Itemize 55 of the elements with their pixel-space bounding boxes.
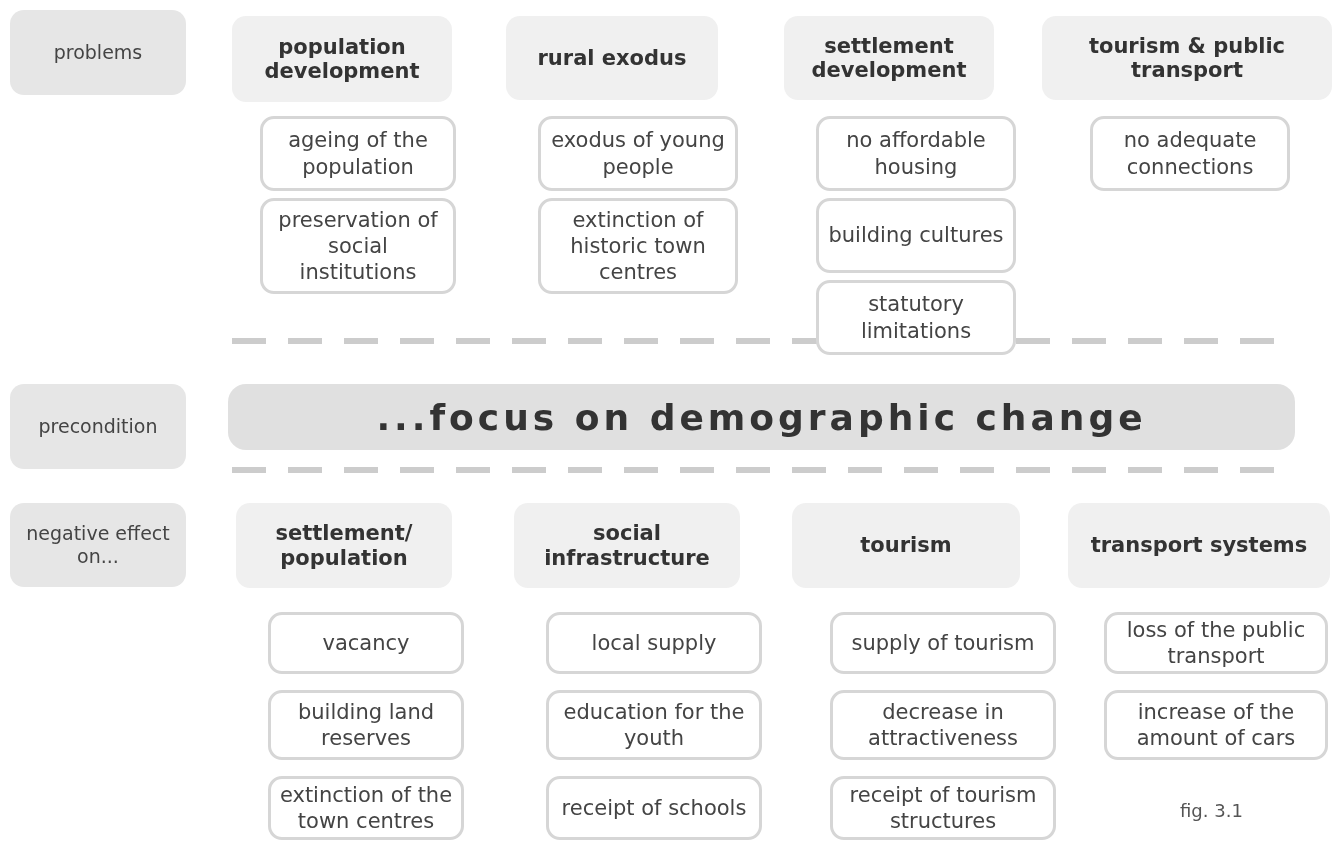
box-label: settlement/ population <box>274 521 414 570</box>
box-label: building cultures <box>828 222 1004 249</box>
item-box <box>1090 116 1290 191</box>
box-label: preservation of social institutions <box>277 206 439 286</box>
item-box <box>546 612 762 674</box>
item-box <box>260 116 456 191</box>
box-label: local supply <box>591 629 717 657</box>
box-label: education for the youth <box>562 698 746 752</box>
box-label: loss of the public transport <box>1125 616 1307 670</box>
item-box <box>830 690 1056 760</box>
box-label: extinction of historic town centres <box>569 206 707 286</box>
box-label: receipt of tourism structures <box>848 781 1038 835</box>
item-box <box>830 612 1056 674</box>
item-box <box>830 776 1056 840</box>
box-label: negative effect on... <box>25 522 171 568</box>
item-box <box>268 612 464 674</box>
item-box <box>1104 690 1328 760</box>
item-box <box>816 280 1016 355</box>
box-label: population development <box>263 34 421 84</box>
item-box <box>268 776 464 840</box>
item-box <box>538 198 738 294</box>
row-label-box <box>10 10 186 95</box>
box-label: vacancy <box>322 629 410 657</box>
row-label-box <box>10 503 186 587</box>
box-label: problems <box>53 41 143 64</box>
box-label: rural exodus <box>537 45 687 71</box>
row-label-box <box>10 384 186 469</box>
box-label: exodus of young people <box>550 127 726 180</box>
item-box <box>1104 612 1328 674</box>
box-label: ...focus on demographic change <box>376 396 1147 438</box>
box-label: tourism & public transport <box>1087 33 1287 83</box>
box-label: supply of tourism <box>851 629 1035 657</box>
item-box <box>260 198 456 294</box>
box-label: settlement development <box>810 33 968 83</box>
box-label: decrease in attractiveness <box>867 698 1019 752</box>
item-box <box>546 690 762 760</box>
box-label: statutory limitations <box>859 291 973 344</box>
item-box <box>816 116 1016 191</box>
item-box <box>538 116 738 191</box>
box-label: tourism <box>860 533 952 558</box>
box-label: extinction of the town centres <box>278 781 454 835</box>
box-label: receipt of schools <box>561 794 747 822</box>
figure-caption: fig. 3.1 <box>1180 800 1243 821</box>
box-label: no affordable housing <box>845 127 987 180</box>
item-box <box>546 776 762 840</box>
box-label: building land reserves <box>296 698 436 752</box>
banner-box <box>228 384 1295 450</box>
box-label: precondition <box>38 415 158 438</box>
item-box <box>268 690 464 760</box>
box-label: ageing of the population <box>287 127 429 180</box>
box-label: transport systems <box>1090 533 1308 558</box>
box-label: increase of the amount of cars <box>1135 698 1297 752</box>
item-box <box>816 198 1016 273</box>
box-label: no adequate connections <box>1122 127 1258 180</box>
box-label: social infrastructure <box>543 521 711 570</box>
